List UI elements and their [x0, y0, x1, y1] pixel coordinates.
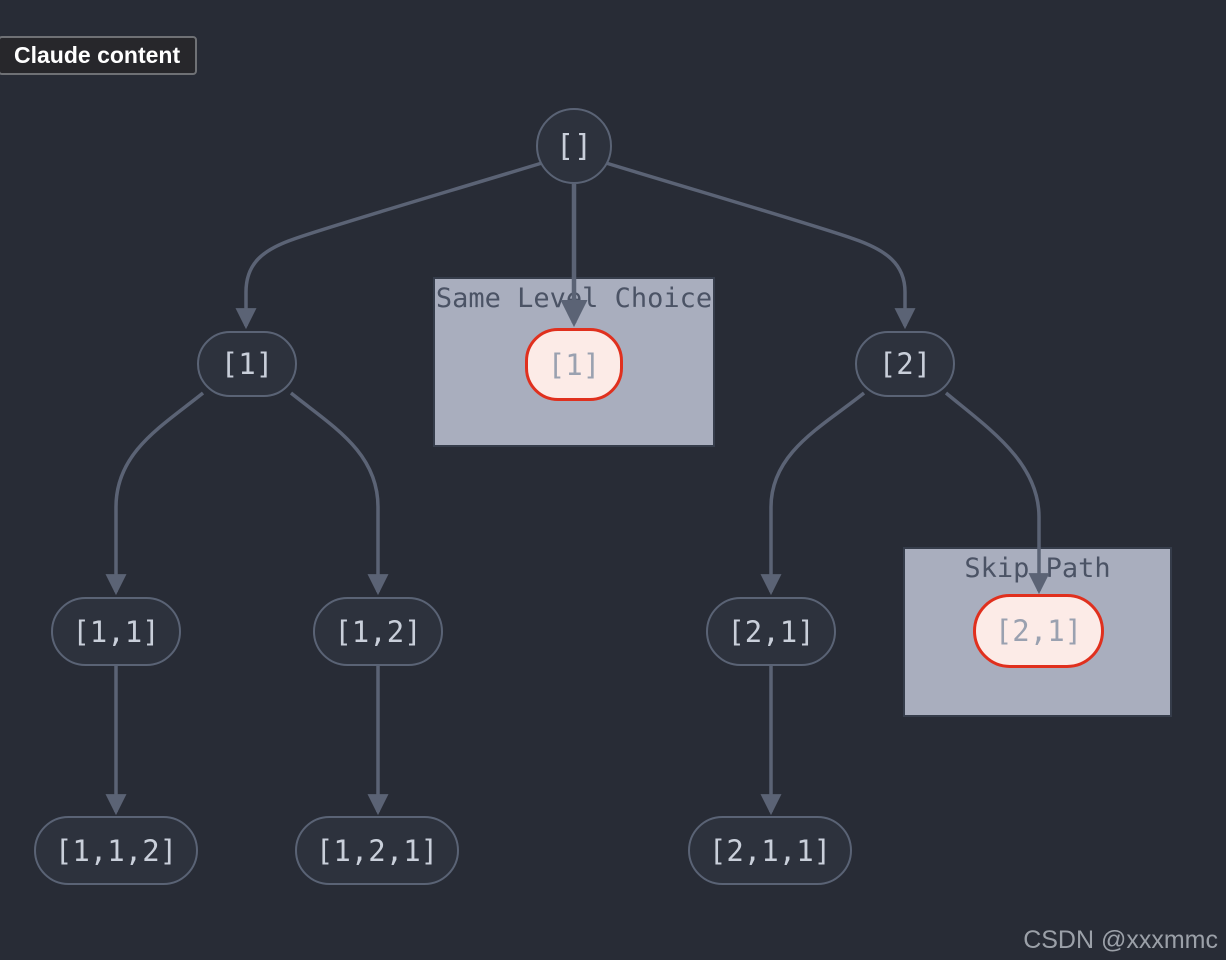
- tree-node-1-1: [1,1]: [51, 597, 181, 666]
- edge-n1-n11: [105, 391, 205, 596]
- tree-node-1-2-1: [1,2,1]: [295, 816, 459, 885]
- tree-node-1: [1]: [197, 331, 297, 397]
- highlighted-node-skip-path: [2,1]: [973, 594, 1104, 668]
- csdn-watermark: CSDN @xxxmmc: [1023, 926, 1218, 954]
- tree-node-2: [2]: [855, 331, 955, 397]
- edge-root-n2: [605, 161, 916, 330]
- highlighted-node-same-level: [1]: [525, 328, 623, 401]
- tree-node-2-1: [2,1]: [706, 597, 836, 666]
- edge-n2-hl21: [944, 391, 1050, 595]
- claude-content-tooltip: Claude content: [0, 36, 198, 75]
- edge-n2-n21: [760, 391, 866, 596]
- edge-root-n1: [235, 161, 543, 330]
- tree-node-2-1-1: [2,1,1]: [688, 816, 852, 885]
- edge-n1-n12: [289, 391, 389, 596]
- tree-node-1-2: [1,2]: [313, 597, 443, 666]
- tree-node-root: []: [536, 108, 612, 184]
- tree-node-1-1-2: [1,1,2]: [34, 816, 198, 885]
